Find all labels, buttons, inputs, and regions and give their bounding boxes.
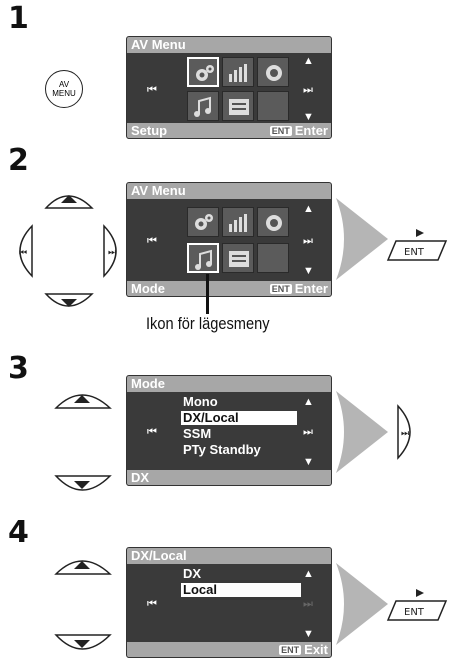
menu-item-dx-local[interactable]: DX/Local	[181, 411, 297, 425]
next-track-icon-disabled: ⏭	[303, 598, 313, 610]
screen-title: Mode	[127, 376, 331, 392]
setup-gear-icon[interactable]	[187, 57, 219, 87]
next-track-icon[interactable]: ⏭	[303, 235, 313, 247]
up-button[interactable]	[54, 546, 114, 580]
down-arrow-icon[interactable]: ▼	[303, 111, 314, 123]
flow-arrow-icon	[336, 563, 388, 645]
screen-title: DX/Local	[127, 548, 331, 564]
right-skip-button[interactable]: ⏭	[394, 404, 424, 460]
four-way-control-pad[interactable]: ⏮ ⏭	[6, 176, 126, 326]
footer-right-label: Exit	[304, 642, 328, 657]
step-number-1: 1	[8, 1, 29, 36]
ent-button[interactable]: ENT	[386, 228, 448, 262]
up-arrow-icon[interactable]: ▲	[303, 203, 314, 215]
down-button[interactable]	[44, 293, 94, 307]
setup-gear-icon[interactable]	[187, 207, 219, 237]
screen-body: ⏮ ▲ ⏭ ▼	[127, 53, 331, 123]
step-number-3: 3	[8, 351, 29, 386]
mode-icon-caption: Ikon för lägesmeny	[146, 314, 270, 333]
step-number-2: 2	[8, 143, 29, 178]
footer-left-label: Mode	[131, 281, 165, 296]
flow-arrow-icon	[336, 391, 388, 473]
list-settings-icon[interactable]	[222, 91, 254, 121]
svg-text:⏭: ⏭	[108, 248, 116, 258]
menu-item-pty-standby[interactable]: PTy Standby	[183, 442, 261, 457]
up-arrow-icon[interactable]: ▲	[303, 568, 314, 580]
footer-left-label: DX	[131, 470, 150, 485]
screen-body: DX Local ⏮ ▲ ⏭ ▼	[127, 564, 331, 642]
mode-note-icon[interactable]	[187, 243, 219, 273]
av-menu-label-line2: MENU	[52, 89, 76, 98]
ent-badge: ENT	[269, 283, 292, 294]
speaker-icon[interactable]	[257, 207, 289, 237]
prev-track-icon[interactable]: ⏮	[147, 598, 157, 610]
menu-item-ssm[interactable]: SSM	[183, 426, 212, 441]
ent-badge: ENT	[279, 644, 302, 655]
empty-tile	[257, 243, 289, 273]
screen-title: AV Menu	[127, 183, 331, 199]
mode-menu-screen: Mode Mono DX/Local SSM PTy Standby ⏮ ▲ ⏭…	[126, 375, 332, 486]
next-track-icon[interactable]: ⏭	[303, 84, 313, 96]
av-menu-label-line1: AV	[58, 80, 70, 89]
prev-track-icon[interactable]: ⏮	[147, 235, 157, 247]
mode-note-icon[interactable]	[187, 91, 219, 121]
screen-body: Mono DX/Local SSM PTy Standby ⏮ ▲ ⏭ ▼	[127, 392, 331, 470]
list-settings-icon[interactable]	[222, 243, 254, 273]
down-arrow-icon[interactable]: ▼	[303, 456, 314, 468]
footer-left-label: Setup	[131, 123, 168, 138]
up-button[interactable]	[44, 195, 94, 209]
ent-button[interactable]: ENT	[386, 588, 448, 622]
menu-item-local[interactable]: Local	[181, 583, 301, 597]
right-skip-button[interactable]: ⏭	[103, 224, 117, 278]
callout-line	[206, 274, 209, 314]
flow-arrow-icon	[336, 198, 388, 280]
down-button[interactable]	[54, 472, 114, 506]
empty-tile	[257, 91, 289, 121]
prev-track-icon[interactable]: ⏮	[147, 426, 157, 438]
equalizer-icon[interactable]	[222, 207, 254, 237]
svg-text:⏭: ⏭	[401, 429, 409, 439]
screen-body: ⏮ ▲ ⏭ ▼	[127, 199, 331, 281]
screen-title: AV Menu	[127, 37, 331, 53]
down-button[interactable]	[54, 631, 114, 661]
down-arrow-icon[interactable]: ▼	[303, 265, 314, 277]
screen-footer: DX	[127, 470, 331, 485]
up-arrow-icon[interactable]: ▲	[303, 55, 314, 67]
equalizer-icon[interactable]	[222, 57, 254, 87]
left-skip-button[interactable]: ⏮	[19, 224, 33, 278]
down-arrow-icon[interactable]: ▼	[303, 628, 314, 640]
ent-button-label: ENT	[404, 607, 425, 618]
up-arrow-icon[interactable]: ▲	[303, 396, 314, 408]
footer-right-label: Enter	[294, 123, 328, 138]
ent-button-label: ENT	[404, 247, 425, 258]
up-button[interactable]	[54, 380, 114, 414]
prev-track-icon[interactable]: ⏮	[147, 84, 157, 96]
menu-item-mono[interactable]: Mono	[183, 394, 218, 409]
speaker-icon[interactable]	[257, 57, 289, 87]
menu-item-dx[interactable]: DX	[183, 566, 202, 581]
av-menu-button[interactable]: AV MENU	[45, 70, 83, 108]
svg-text:⏮: ⏮	[19, 248, 27, 258]
ent-badge: ENT	[269, 125, 292, 136]
footer-right-label: Enter	[294, 281, 328, 296]
next-track-icon[interactable]: ⏭	[303, 426, 313, 438]
step-number-4: 4	[8, 515, 29, 550]
